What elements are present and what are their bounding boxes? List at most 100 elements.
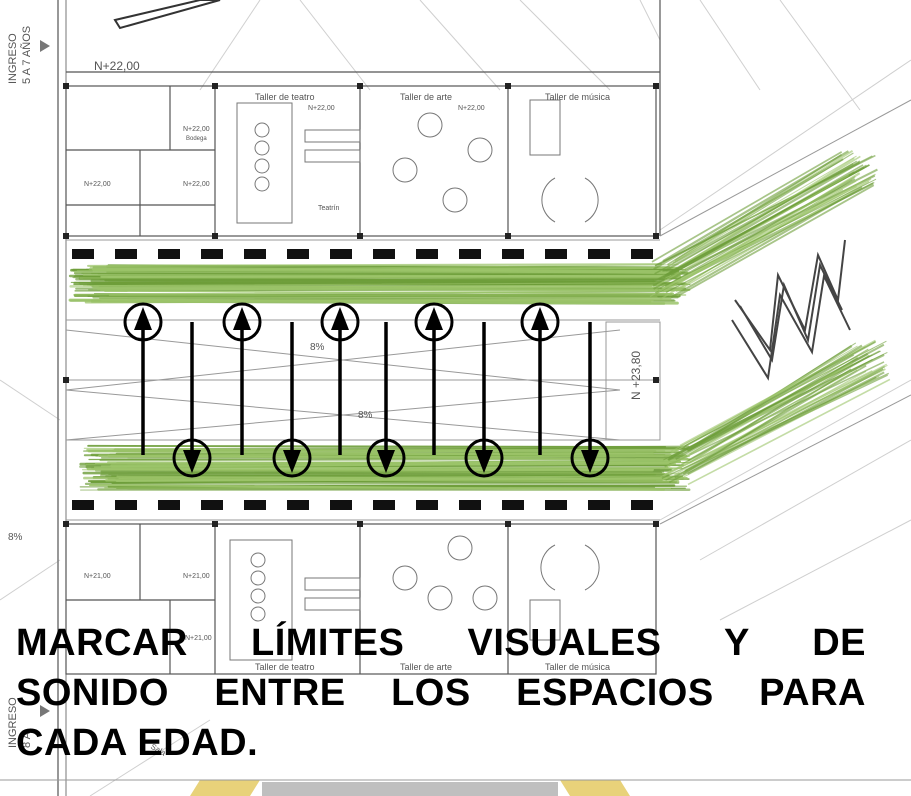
vegetation-stroke [675, 345, 858, 452]
slope-label-left: 8% [8, 532, 23, 543]
theater-label: Teatrín [318, 205, 340, 212]
room-label-bottom-art: Taller de arte [400, 662, 452, 672]
wall-marker [72, 249, 94, 259]
arrow-down-circle [570, 438, 610, 478]
column [653, 521, 659, 527]
room-label-bottom-music: Taller de música [545, 662, 610, 672]
furniture [229, 99, 600, 661]
column [653, 83, 659, 89]
arrow-up-circle [222, 302, 262, 342]
slope-label-1: 8% [310, 342, 325, 353]
arrow-up-head [425, 307, 443, 330]
wall-marker [502, 500, 524, 510]
column [505, 233, 511, 239]
wall-marker [158, 249, 180, 259]
bottom-strip [0, 779, 911, 796]
wall-marker [631, 249, 653, 259]
top-corner-sign [113, 0, 221, 30]
wall-marker [330, 249, 352, 259]
entrance-arrow-bottom [40, 705, 50, 717]
wall-marker [459, 500, 481, 510]
corridor [65, 99, 911, 525]
wall-marker [588, 500, 610, 510]
column [653, 377, 659, 383]
level-small-3: N+22,00 [183, 181, 210, 188]
vegetation-stroke [92, 266, 678, 272]
arrow-down-head [283, 450, 301, 473]
arrow-up-circle [414, 302, 454, 342]
wall-marker [115, 500, 137, 510]
slope-label-2: 8% [358, 410, 373, 421]
wall-marker [588, 249, 610, 259]
vegetation-stroke [87, 263, 663, 267]
arrows-down-group [183, 322, 599, 473]
wall-marker [545, 249, 567, 259]
column [212, 233, 218, 239]
zigzag-sound-barrier [731, 239, 851, 381]
vegetation-stroke [687, 378, 891, 486]
level-label-top: N+22,00 [94, 59, 140, 73]
wall-marker [502, 249, 524, 259]
vegetation-stroke [678, 172, 861, 285]
wall-marker [244, 249, 266, 259]
caption-line-1: MARCAR LÍMITES VISUALES Y DE [16, 622, 866, 664]
wall-marker [545, 500, 567, 510]
room-label-top-art: Taller de arte [400, 92, 452, 102]
vegetation-stroke [111, 461, 670, 468]
column [505, 521, 511, 527]
vegetation-stroke [663, 160, 861, 272]
arrow-up-head [331, 307, 349, 330]
column [653, 233, 659, 239]
vegetation-stroke [673, 350, 882, 457]
vegetation-stroke [683, 341, 876, 448]
vegetation-stroke [97, 287, 691, 291]
wall-marker [201, 249, 223, 259]
arrow-down-head [581, 450, 599, 473]
arrow-up-circle [123, 302, 163, 342]
arrows-up-group [134, 307, 549, 455]
column [357, 233, 363, 239]
arrow-down-circle [366, 438, 406, 478]
column [63, 233, 69, 239]
wall-marker [72, 500, 94, 510]
vegetation-stroke [665, 181, 875, 294]
room-label-top-theater: Taller de teatro [255, 92, 315, 102]
vegetation-buffer [68, 149, 891, 491]
wall-marker [287, 500, 309, 510]
arrow-up-circle [320, 302, 360, 342]
vegetation-stroke [674, 375, 880, 483]
level-theater: N+22,00 [308, 105, 335, 112]
arrow-up-head [134, 307, 152, 330]
level-bottom-2: N+21,00 [183, 573, 210, 580]
bottom-building [65, 523, 657, 675]
vegetation-stroke [84, 481, 680, 486]
top-building [65, 0, 661, 237]
arrow-down-circle [172, 438, 212, 478]
arrow-down-head [377, 450, 395, 473]
vegetation-stroke [83, 476, 680, 483]
column [357, 521, 363, 527]
vegetation-stroke [75, 278, 655, 282]
wall-markers-bottom [72, 500, 653, 510]
level-small-bodega: Bodega [186, 136, 207, 142]
wall-marker [416, 500, 438, 510]
wall-marker [416, 249, 438, 259]
vegetation-stroke [651, 151, 843, 263]
arrow-circles [123, 302, 610, 478]
vegetation-stroke [674, 371, 885, 479]
vegetation-stroke [664, 361, 885, 468]
column [357, 83, 363, 89]
column [63, 521, 69, 527]
caption-line-3: CADA EDAD. [16, 722, 259, 764]
vegetation-stroke [104, 290, 675, 295]
vegetation-stroke [84, 297, 672, 304]
room-label-top-music: Taller de música [545, 92, 610, 102]
vegetation-stroke [657, 178, 877, 290]
vegetation-stroke [653, 158, 844, 271]
wall-markers-top [72, 249, 653, 259]
arrow-down-head [475, 450, 493, 473]
